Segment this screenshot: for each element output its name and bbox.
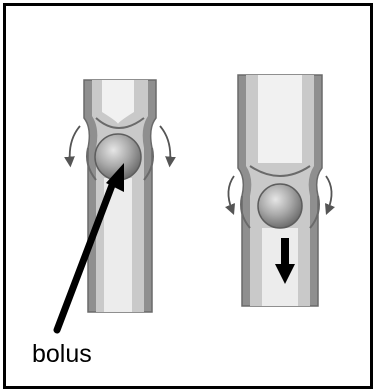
bolus-label: bolus: [32, 340, 92, 369]
esophagus-right: [228, 75, 331, 306]
contraction-arrow-right-1: [228, 176, 234, 210]
contraction-arrow-left-2: [160, 126, 170, 162]
contraction-arrow-right-2: [326, 176, 332, 210]
esophagus-right-lumen-upper: [258, 75, 302, 163]
bolus-right: [258, 184, 302, 228]
contraction-arrow-left-1: [70, 126, 80, 162]
esophagus-left: [70, 80, 171, 312]
